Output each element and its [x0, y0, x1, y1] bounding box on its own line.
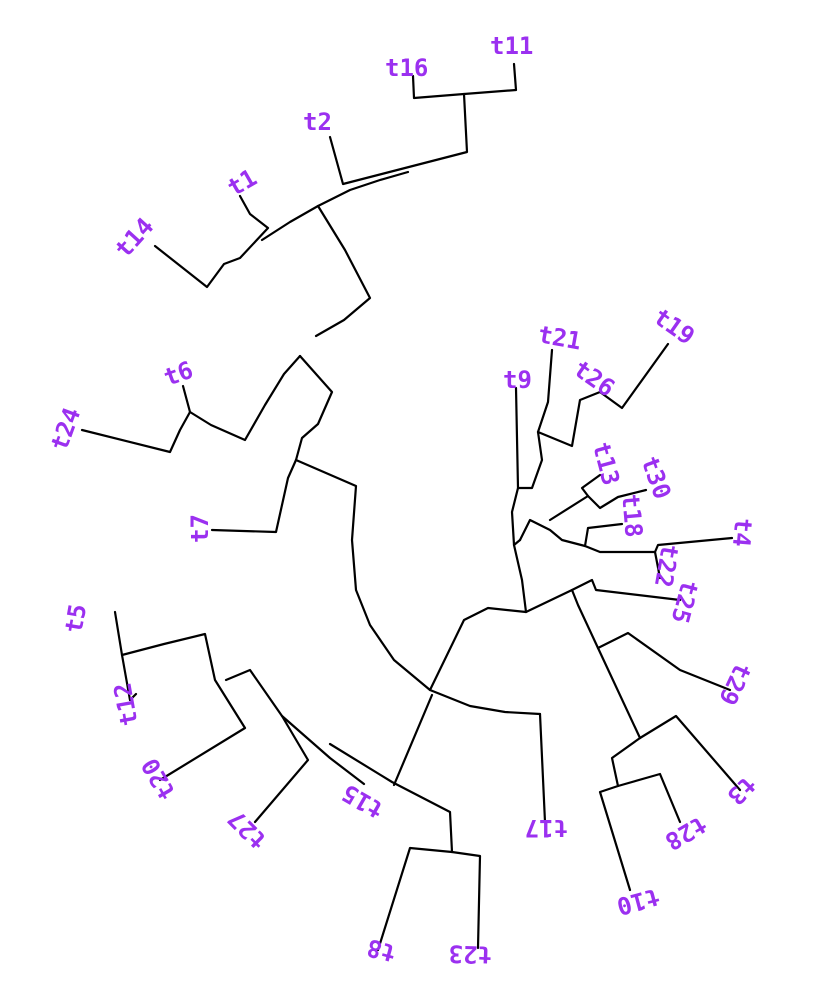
tip-label-t12: t12	[109, 681, 144, 729]
branch	[181, 354, 302, 442]
tree-branches	[80, 62, 742, 952]
branch	[328, 92, 469, 186]
tip-label-t8: t8	[364, 933, 399, 968]
branch	[538, 712, 547, 824]
tip-label-t1: t1	[223, 163, 262, 202]
branch	[411, 62, 518, 100]
tip-label-t10: t10	[614, 882, 663, 920]
branch	[392, 693, 434, 787]
branch	[570, 578, 682, 602]
branch	[548, 488, 648, 522]
tip-label-t11: t11	[490, 32, 533, 60]
branch	[260, 170, 410, 242]
tip-label-t14: t14	[110, 212, 160, 263]
tip-labels: t11 t16 t2 t1 t14 t6 t24 t7 t5 t12 t20 t…	[45, 32, 762, 969]
tip-label-t5: t5	[60, 602, 93, 635]
tip-label-t4: t4	[727, 517, 757, 548]
tip-label-t7: t7	[186, 514, 214, 543]
branch	[616, 772, 682, 824]
branch	[294, 458, 542, 716]
tip-label-t18: t18	[616, 493, 648, 539]
tip-label-t20: t20	[136, 753, 182, 805]
branch	[280, 714, 366, 786]
branch	[113, 610, 138, 702]
branch	[224, 668, 310, 824]
branch	[328, 742, 454, 952]
tip-label-t24: t24	[45, 404, 86, 454]
branch	[518, 518, 624, 548]
branch	[638, 714, 742, 792]
tip-label-t26: t26	[568, 355, 620, 403]
branch	[596, 631, 732, 692]
tip-label-t2: t2	[303, 108, 332, 136]
branch	[516, 348, 554, 490]
tip-label-t29: t29	[713, 658, 757, 709]
branch	[153, 194, 270, 289]
tip-label-t17: t17	[525, 814, 568, 842]
branch	[598, 736, 642, 892]
branch	[536, 342, 670, 448]
tip-label-t23: t23	[448, 939, 492, 968]
tip-label-t21: t21	[536, 320, 584, 355]
tip-label-t19: t19	[648, 303, 700, 351]
branch	[314, 204, 372, 338]
branch	[510, 386, 520, 547]
tip-label-t28: t28	[660, 810, 712, 856]
branch	[210, 458, 298, 534]
branch	[120, 632, 247, 782]
branch	[428, 538, 528, 692]
tip-label-t6: t6	[160, 356, 197, 392]
branch	[580, 473, 602, 498]
tip-label-t15: t15	[337, 778, 389, 824]
branch	[524, 588, 642, 740]
tip-label-t9: t9	[503, 366, 532, 394]
branch	[450, 850, 482, 950]
tip-label-t27: t27	[222, 804, 272, 854]
branch	[80, 410, 192, 454]
branch	[294, 354, 334, 462]
tip-label-t16: t16	[385, 54, 428, 82]
branch	[653, 550, 662, 580]
